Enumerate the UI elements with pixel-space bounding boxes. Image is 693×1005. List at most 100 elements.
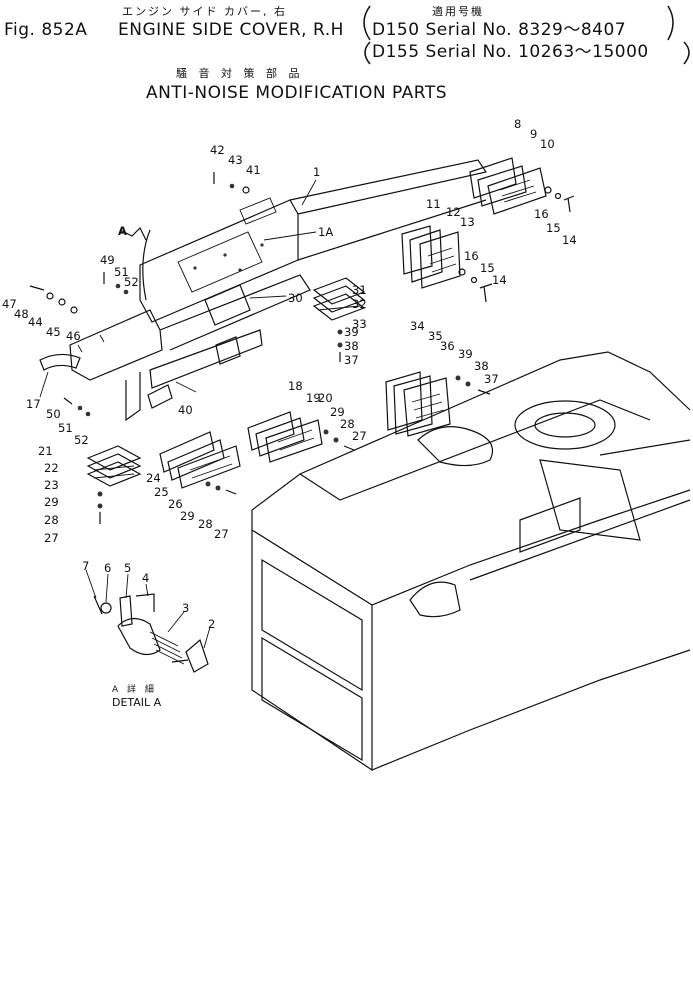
callout: 43 [228, 153, 243, 167]
callout: 29 [44, 495, 59, 509]
side-panel-upper [261, 558, 363, 692]
engine-hood [251, 351, 691, 772]
hinge-bracket-assembly: A [39, 224, 311, 422]
callout-labels: 1 1A 2 3 4 5 6 7 8 9 10 11 12 13 14 15 1… [2, 117, 577, 631]
hood-front-face [251, 510, 373, 772]
plate-36 [403, 377, 451, 437]
callout: 22 [44, 461, 59, 475]
callout: 40 [178, 403, 193, 417]
hinge-bracket-46 [69, 309, 163, 381]
side-grip [409, 581, 461, 618]
bolt-14a [563, 195, 575, 213]
plate-group-24-26 [159, 431, 241, 495]
callout: 41 [246, 163, 261, 177]
latch-body [117, 617, 161, 656]
washer-52a [123, 289, 129, 295]
plate-11 [401, 225, 433, 275]
bracket-right-lower [683, 41, 690, 65]
bracket-rail [159, 274, 311, 351]
callout: 18 [288, 379, 303, 393]
detail-a-label: DETAIL A [112, 696, 162, 709]
washer-16a [544, 186, 552, 194]
washer-52b [85, 411, 91, 417]
frame-foot [147, 384, 173, 409]
bolt-27b [225, 489, 237, 495]
callout: 3 [182, 601, 189, 615]
callout: 35 [428, 329, 443, 343]
callout: 1 [313, 165, 320, 179]
nut-41 [242, 186, 250, 194]
applicable-jp: 適用号機 [432, 5, 484, 18]
washer-51a [115, 283, 121, 289]
plate-20 [265, 419, 323, 463]
figure-title: ENGINE SIDE COVER, R.H [118, 20, 344, 40]
callout: 11 [426, 197, 441, 211]
bolt-37b [477, 389, 491, 395]
pad-22 [86, 453, 142, 479]
spring-3 [149, 631, 185, 665]
plate-19 [255, 417, 305, 457]
applicability-brackets [363, 5, 690, 65]
callout: 29 [180, 509, 195, 523]
plate-24 [159, 431, 215, 473]
callout: 44 [28, 315, 43, 329]
frame-leg [125, 372, 141, 422]
title-jp: エンジン サイド カバー, 右 [122, 5, 287, 18]
callout: 15 [546, 221, 561, 235]
detail-a-latch: A 詳 細 DETAIL A [93, 593, 209, 709]
detail-a-jp: A 詳 細 [112, 683, 157, 695]
side-cover-top-rail [289, 159, 487, 215]
callout: 28 [340, 417, 355, 431]
subtitle: ANTI-NOISE MODIFICATION PARTS [146, 83, 447, 103]
callout: 27 [44, 531, 59, 545]
washer-29c [97, 491, 103, 497]
callout: 16 [464, 249, 479, 263]
side-window [519, 497, 581, 553]
callout: 31 [352, 283, 367, 297]
callout: 20 [318, 391, 333, 405]
cover-bolt-hole [193, 266, 197, 270]
callout: 39 [458, 347, 473, 361]
washer-28a [333, 437, 339, 443]
side-cover-main [139, 159, 487, 323]
callout: 36 [440, 339, 455, 353]
plate-35 [393, 375, 433, 435]
callout: 47 [2, 297, 17, 311]
callout: 45 [46, 325, 61, 339]
callout: 6 [104, 561, 111, 575]
hood-bottom-edge [371, 649, 691, 771]
callout: 52 [124, 275, 139, 289]
ring-6 [100, 602, 112, 614]
pad-stack-31-33 [312, 277, 366, 362]
hinge-pins [77, 334, 105, 353]
callout: 12 [446, 205, 461, 219]
cover-bolt-hole [238, 268, 242, 272]
bracket-right-upper [667, 5, 674, 41]
pad-33-edge [317, 305, 361, 311]
washer-51b [77, 405, 83, 411]
callout: 34 [410, 319, 425, 333]
side-panel-lower [261, 636, 363, 762]
plate-group-18-20 [247, 411, 355, 463]
callout: 32 [352, 297, 367, 311]
air-intake-opening [417, 426, 494, 467]
serial-range-d150: D150 Serial No. 8329～8407 [372, 20, 627, 40]
callout: 48 [14, 307, 29, 321]
pad-32 [312, 285, 366, 313]
pin-7 [93, 595, 103, 615]
plate-25 [167, 439, 225, 481]
serial-range-d155: D155 Serial No. 10263～15000 [372, 42, 649, 62]
plate-13 [419, 231, 461, 289]
washer-48 [46, 292, 54, 300]
plate-group-34-36 [385, 371, 491, 437]
callout: 15 [480, 261, 495, 275]
seal-strip [142, 229, 151, 301]
plate-34 [385, 371, 423, 431]
callout: 51 [58, 421, 73, 435]
callout: 13 [460, 215, 475, 229]
washer-43 [229, 183, 235, 189]
spring-pin-5 [119, 595, 133, 627]
callout: 42 [210, 143, 225, 157]
callout: 38 [474, 359, 489, 373]
